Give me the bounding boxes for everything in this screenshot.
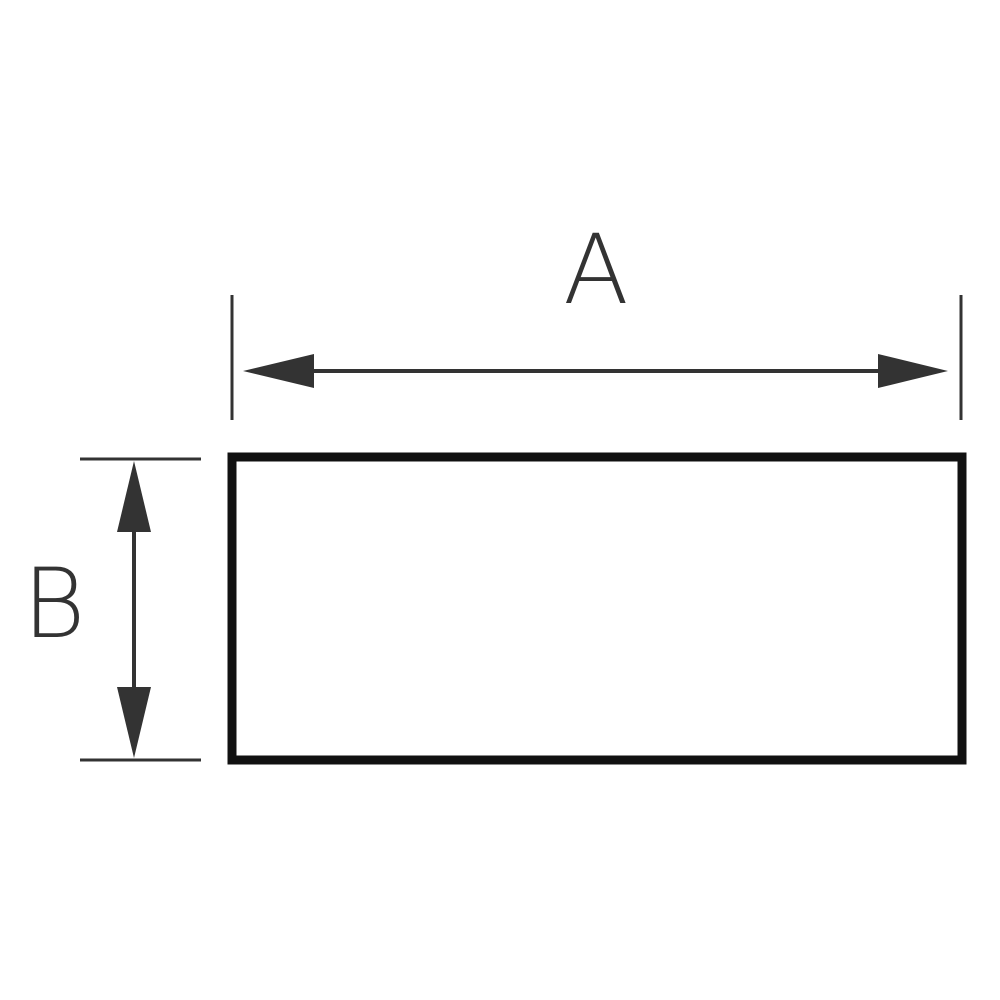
width-arrowhead-right <box>878 354 948 388</box>
height-dimension: B <box>23 457 201 762</box>
height-arrowhead-bottom <box>117 687 151 758</box>
width-arrowhead-left <box>243 354 314 388</box>
height-arrowhead-top <box>117 461 151 532</box>
height-label: B <box>23 548 86 660</box>
rectangle-outline <box>227 452 967 765</box>
width-dimension: A <box>230 214 963 420</box>
width-label: A <box>563 214 629 326</box>
